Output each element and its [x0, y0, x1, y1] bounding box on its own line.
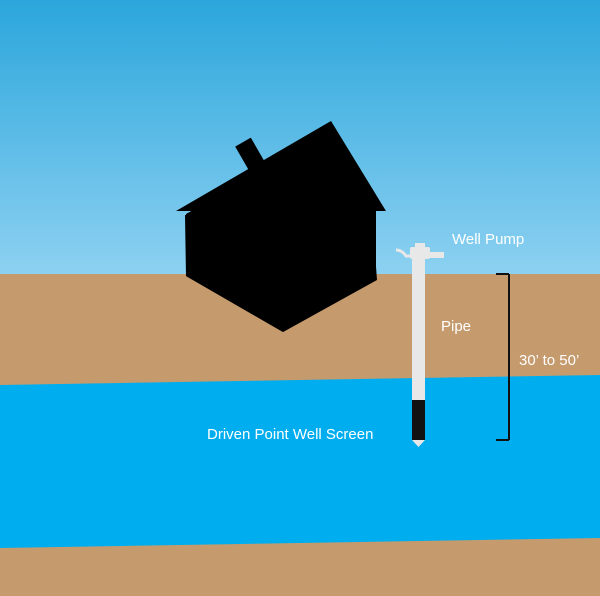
well-pump-icon	[395, 243, 444, 259]
well-screen-label: Driven Point Well Screen	[207, 426, 374, 443]
depth-label: 30’ to 50’	[519, 352, 580, 369]
pipe-label: Pipe	[441, 318, 472, 335]
aquifer	[0, 375, 600, 548]
depth-bracket	[496, 273, 510, 441]
pipe	[412, 258, 425, 400]
drive-point	[412, 440, 425, 447]
well-screen	[412, 400, 425, 440]
house-icon	[176, 121, 386, 332]
well-pump-label: Well Pump	[452, 231, 525, 248]
